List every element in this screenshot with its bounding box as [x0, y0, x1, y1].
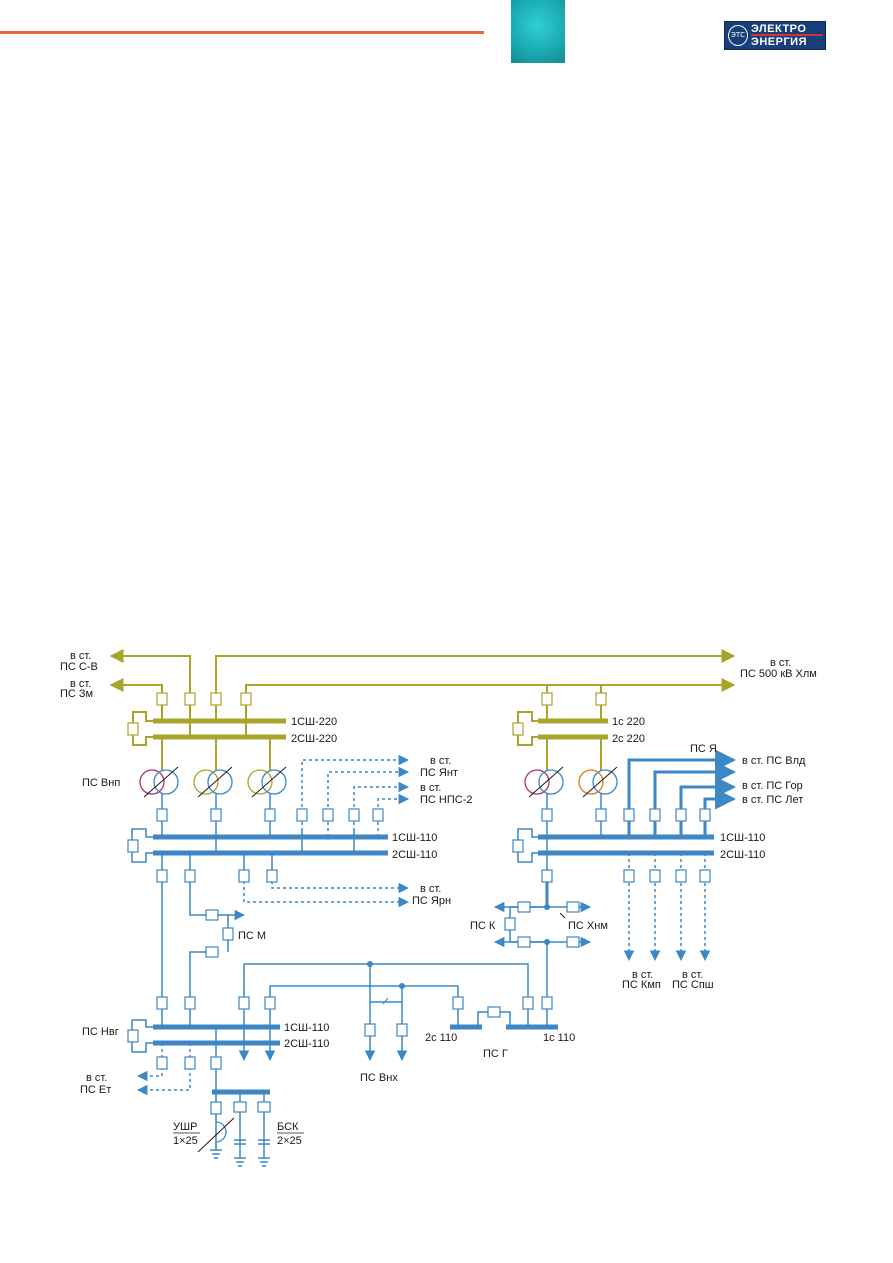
line-to-ps-zm: [109, 678, 163, 693]
label-ps-m: ПС М: [238, 930, 266, 942]
label-to-st-yant: в ст.: [430, 755, 451, 767]
logo-text-bottom: ЭНЕРГИЯ: [751, 36, 807, 48]
transformers: [139, 769, 618, 795]
line-ps-ya-hlm: [600, 684, 734, 693]
kv220-buses: [153, 718, 608, 740]
label-2s-110: 2с 110: [425, 1032, 457, 1044]
line-to-ps-500-hlm-2: [245, 678, 736, 693]
kv220-network: [109, 649, 736, 770]
ushr-reactor-icon: [215, 1121, 227, 1150]
label-ps-nvg: ПС Нвг: [82, 1026, 119, 1038]
line-to-ps-sv: [109, 649, 191, 693]
kv220-breakers: [127, 692, 607, 736]
kv110-buses: [153, 834, 714, 1095]
label-to-ps-let: в ст. ПС Лет: [742, 794, 803, 806]
label-to-st-hlm: в ст.: [770, 657, 791, 669]
label-ps-nps2: ПС НПС-2: [420, 794, 472, 806]
label-ushr: УШР: [173, 1121, 197, 1133]
label-ps-vnp: ПС Внп: [82, 777, 120, 789]
label-to-st-et: в ст.: [86, 1072, 107, 1084]
label-1s-220: 1с 220: [612, 716, 645, 728]
label-ps-g: ПС Г: [483, 1048, 508, 1060]
logo-text-top: ЭЛЕКТРО: [751, 23, 807, 35]
label-1s-110: 1с 110: [543, 1032, 575, 1044]
label-to-ps-gor: в ст. ПС Гор: [742, 780, 803, 792]
label-1sh-220: 1СШ-220: [291, 716, 337, 728]
label-1sh-110-ya: 1СШ-110: [720, 832, 765, 844]
label-ps-kmp: ПС Кмп: [622, 979, 661, 991]
label-to-st-sv: в ст.: [70, 650, 91, 662]
logo-red-strip: [751, 34, 823, 36]
label-ps-yant: ПС Янт: [420, 767, 458, 779]
label-to-st-yarn: в ст.: [420, 883, 441, 895]
label-1sh-110-vnp: 1СШ-110: [392, 832, 437, 844]
label-ps-k: ПС К: [470, 920, 496, 932]
ushr-regulator: [197, 1117, 235, 1153]
label-to-st-nps2: в ст.: [420, 782, 441, 794]
label-ps-yarn: ПС Ярн: [412, 895, 451, 907]
junctions: [367, 904, 550, 989]
label-ps-sv: ПС С-В: [60, 661, 98, 673]
label-to-st-zm: в ст.: [70, 678, 91, 690]
label-ushr-rating: 1×25: [173, 1135, 198, 1147]
label-to-st-kmp: в ст.: [632, 969, 653, 981]
kv110-breakers: [127, 808, 711, 1115]
label-ps-ya: ПС Я: [690, 743, 717, 755]
label-2sh-110-nvg: 2СШ-110: [284, 1038, 329, 1050]
kv110-thick-lines: [545, 749, 737, 907]
logo-emblem-icon: ЭТС: [728, 25, 748, 46]
line-to-ps-500-hlm-1: [215, 649, 736, 693]
label-to-ps-vld: в ст. ПС Влд: [742, 755, 806, 767]
label-bsk: БСК: [277, 1121, 299, 1133]
company-logo: ЭТС ЭЛЕКТРО ЭНЕРГИЯ: [724, 21, 826, 50]
label-2sh-110-ya: 2СШ-110: [720, 849, 765, 861]
label-to-st-spsh: в ст.: [682, 969, 703, 981]
label-2s-220: 2с 220: [612, 733, 645, 745]
label-ps-zm: ПС Зм: [60, 688, 93, 700]
scheme-labels: в ст. ПС С-В в ст. ПС Зм в ст. ПС 500 кВ…: [60, 650, 817, 1147]
label-1sh-110-nvg: 1СШ-110: [284, 1022, 329, 1034]
label-ps-hnm: ПС Хнм: [568, 920, 608, 932]
label-bsk-rating: 2×25: [277, 1135, 302, 1147]
label-2sh-220: 2СШ-220: [291, 733, 337, 745]
label-ps-et: ПС Ет: [80, 1084, 111, 1096]
transformer-regulators: [143, 766, 618, 798]
label-ps-spsh: ПС Спш: [672, 979, 714, 991]
header-teal-tab: [511, 0, 565, 63]
header-accent-line: [0, 31, 484, 34]
label-ps-vnh: ПС Внх: [360, 1072, 398, 1084]
line-to-ps-m: [189, 853, 246, 921]
label-ps-500-hlm: ПС 500 кВ Хлм: [740, 668, 817, 680]
label-2sh-110-vnp: 2СШ-110: [392, 849, 437, 861]
